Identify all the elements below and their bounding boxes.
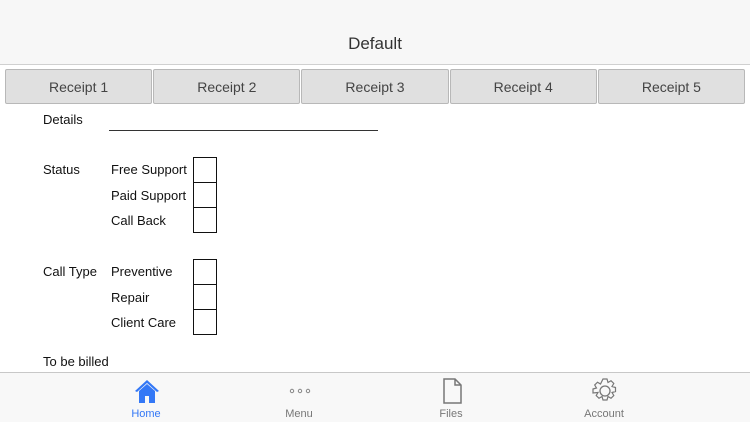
option-preventive: Preventive xyxy=(111,264,173,279)
tabbar-menu[interactable]: Menu xyxy=(249,373,349,423)
checkbox-preventive[interactable] xyxy=(193,259,217,285)
checkbox-paid-support[interactable] xyxy=(193,182,217,208)
tabbar-account-label: Account xyxy=(584,408,624,420)
tab-receipt-2[interactable]: Receipt 2 xyxy=(153,69,301,104)
tabbar-files[interactable]: Files xyxy=(401,373,501,423)
option-call-back: Call Back xyxy=(111,213,166,228)
tabbar-home-label: Home xyxy=(131,408,161,420)
tabbar-menu-label: Menu xyxy=(285,408,313,420)
billed-label: To be billed xyxy=(43,354,109,369)
gear-icon xyxy=(592,378,617,401)
file-icon xyxy=(443,378,462,404)
page-title: Default xyxy=(348,34,402,53)
tab-receipt-5[interactable]: Receipt 5 xyxy=(597,69,746,104)
more-icon xyxy=(289,388,311,394)
tabbar-account[interactable]: Account xyxy=(554,373,654,423)
bottom-tab-bar: Home Menu Files Account xyxy=(0,372,750,422)
tabbar-home[interactable]: Home xyxy=(96,373,196,423)
nav-header: Default xyxy=(0,0,750,65)
option-repair: Repair xyxy=(111,290,150,305)
tab-receipt-3[interactable]: Receipt 3 xyxy=(301,69,449,104)
checkbox-call-back[interactable] xyxy=(193,207,217,233)
option-free-support: Free Support xyxy=(111,162,187,177)
receipt-tabs: Receipt 1 Receipt 2 Receipt 3 Receipt 4 … xyxy=(5,69,746,104)
option-client-care: Client Care xyxy=(111,315,177,330)
details-input[interactable] xyxy=(109,130,378,131)
home-icon xyxy=(135,380,159,403)
call-type-label: Call Type xyxy=(43,264,97,279)
status-label: Status xyxy=(43,162,80,177)
checkbox-repair[interactable] xyxy=(193,284,217,310)
checkbox-free-support[interactable] xyxy=(193,157,217,183)
tab-receipt-1[interactable]: Receipt 1 xyxy=(5,69,153,104)
tabbar-files-label: Files xyxy=(439,408,463,420)
details-label: Details xyxy=(43,112,83,127)
option-paid-support: Paid Support xyxy=(111,188,187,203)
tab-receipt-4[interactable]: Receipt 4 xyxy=(449,69,597,104)
checkbox-client-care[interactable] xyxy=(193,309,217,335)
